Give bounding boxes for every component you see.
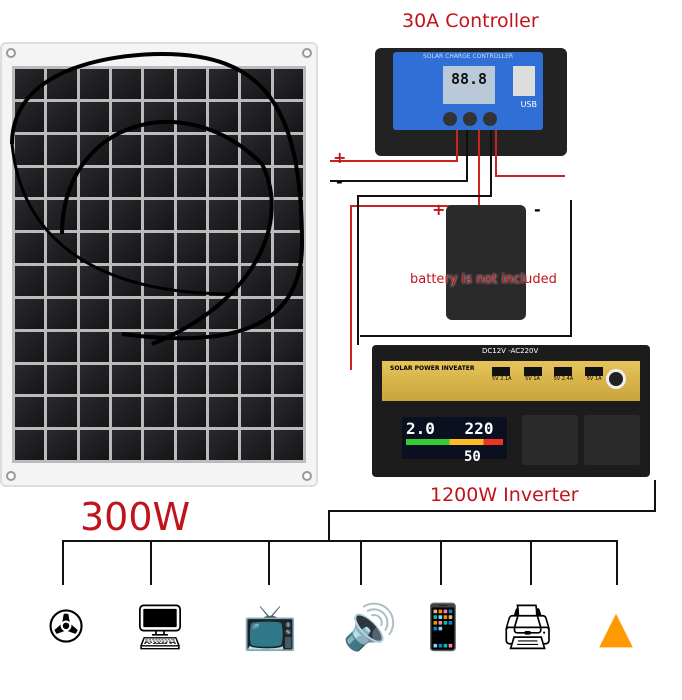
panel-cables: [10, 51, 305, 346]
mount-hole: [6, 471, 16, 481]
minus-sign: -: [336, 172, 343, 191]
inverter-label: 1200W Inverter: [430, 484, 579, 506]
controller-header: SOLAR CHARGE CONTROLLER: [422, 53, 514, 60]
usb-port: 5V 2.4A: [553, 367, 573, 382]
panel-power-label: 300W: [80, 495, 191, 539]
controller-button[interactable]: [443, 112, 457, 126]
usb-port: 5V 1A: [523, 367, 542, 382]
usb-port: 5V 1A: [585, 367, 604, 382]
smartphone-icon: 📱: [415, 602, 471, 653]
inverter: DC12V -AC220V SOLAR POWER INVEATER 5V 2.…: [372, 345, 650, 477]
mount-hole: [302, 48, 312, 58]
lamp-icon: ▲: [599, 602, 633, 653]
usb-port: [513, 66, 535, 96]
battery-minus: -: [534, 200, 541, 219]
plus-sign: +: [333, 148, 347, 167]
inverter-voltage: DC12V -AC220V: [482, 347, 539, 355]
battery: [446, 205, 526, 320]
fan-icon: ✇: [47, 602, 85, 653]
usb-label: USB: [520, 100, 537, 109]
printer-icon: 🖨: [499, 602, 556, 653]
controller-button[interactable]: [483, 112, 497, 126]
controller-label: 30A Controller: [402, 10, 539, 32]
tv-icon: 📺: [242, 602, 298, 653]
inverter-display: 2.0 220 50: [402, 417, 507, 465]
solar-panel: document.write('<div></div>'.repeat(108)…: [0, 42, 318, 487]
controller-button[interactable]: [463, 112, 477, 126]
solar-cells: document.write('<div></div>'.repeat(108)…: [12, 66, 306, 463]
mount-hole: [6, 48, 16, 58]
power-button[interactable]: [606, 369, 626, 389]
usb-port: 5V 2.1A: [492, 367, 512, 382]
desktop-computer-icon: 🖥: [132, 602, 188, 653]
controller-display: 88.8: [443, 66, 495, 104]
battery-note: battery is not included: [410, 272, 557, 287]
ac-socket: [522, 415, 578, 465]
ac-socket: [584, 415, 640, 465]
inverter-header: SOLAR POWER INVEATER: [390, 365, 475, 372]
battery-plus: +: [432, 200, 446, 219]
charge-controller: SOLAR CHARGE CONTROLLER 88.8 USB: [375, 48, 567, 156]
mount-hole: [302, 471, 312, 481]
speaker-icon: 🔊: [342, 602, 398, 653]
